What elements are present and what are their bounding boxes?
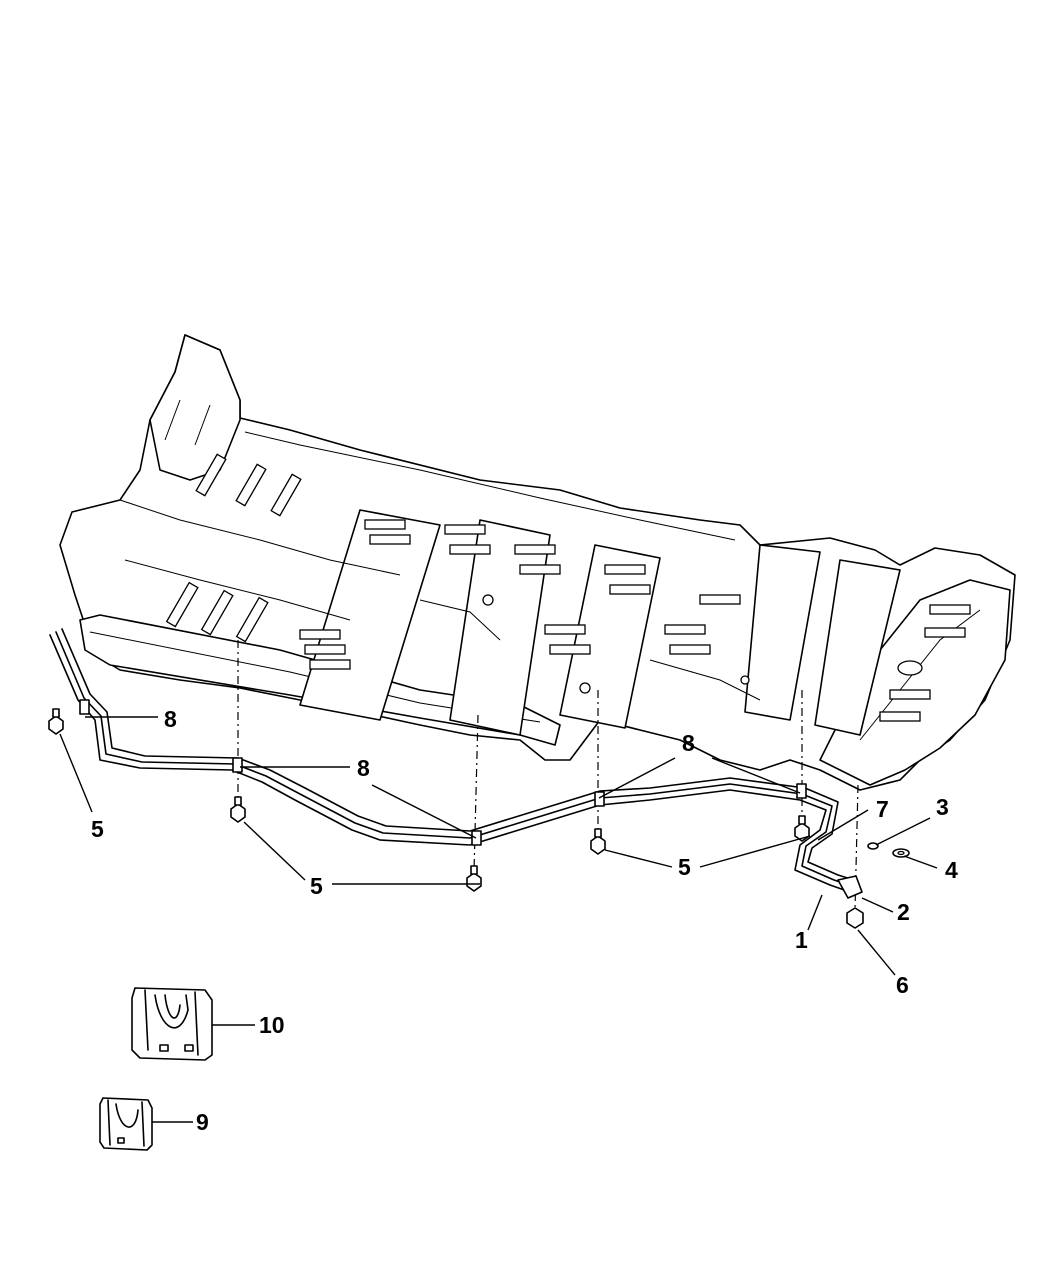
leader-lines [59,716,938,1123]
callout-6: 6 [896,972,909,998]
callout-8-right: 8 [682,730,695,756]
callout-5-left: 5 [91,816,104,842]
callout-5-center: 5 [310,873,323,899]
callout-labels: 1 2 3 4 5 5 5 6 7 8 8 8 9 10 [91,706,958,1135]
callout-8-left: 8 [164,706,177,732]
callout-1: 1 [795,927,808,953]
callout-5-right: 5 [678,854,691,880]
callout-8-center: 8 [357,755,370,781]
clip-9-icon [99,1097,153,1151]
fastener-bolts [48,708,910,929]
tube-bundle [49,628,855,893]
callout-4: 4 [945,857,958,883]
floor-slots [165,453,971,722]
callout-7: 7 [876,796,889,822]
floor-pan-assembly [59,334,1016,791]
callout-3: 3 [936,794,949,820]
callout-10: 10 [259,1012,285,1038]
callout-2: 2 [897,899,910,925]
callout-9: 9 [196,1109,209,1135]
clip-10-icon [131,987,213,1061]
